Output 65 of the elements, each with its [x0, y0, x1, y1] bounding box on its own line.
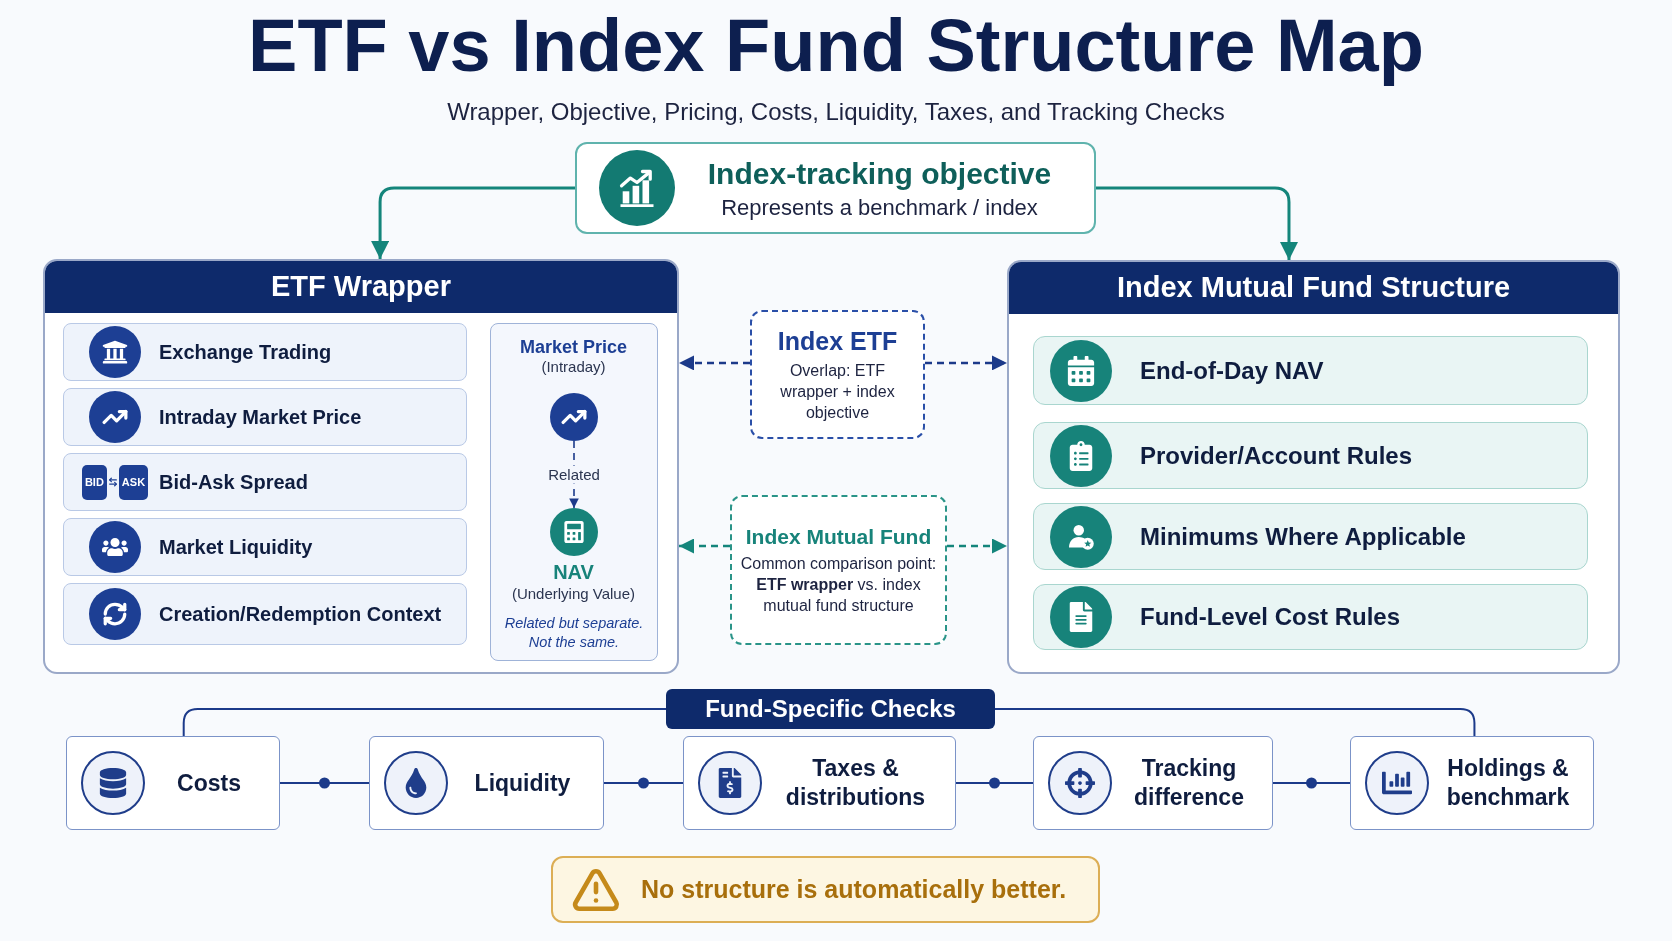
- check-card: [1350, 736, 1594, 830]
- check-label: Holdings & benchmark: [1445, 754, 1571, 812]
- dashed-arrow: [947, 538, 1007, 554]
- section-panel: [1007, 260, 1620, 674]
- card-text: Overlap: ETF wrapper + index objective: [779, 360, 896, 423]
- feature-row: [1033, 503, 1588, 570]
- row-label: Bid-Ask Spread: [159, 470, 308, 495]
- feature-row: [63, 388, 467, 446]
- feature-row: [1033, 336, 1588, 405]
- check-label: Costs: [177, 768, 241, 798]
- card-heading: Index ETF: [777, 325, 898, 357]
- connector-line: [1272, 782, 1351, 784]
- dashed-arrow: [679, 355, 750, 371]
- objective-card: [575, 142, 1096, 234]
- panel-header: Index Mutual Fund Structure: [1009, 262, 1618, 314]
- check-card: [1033, 736, 1273, 830]
- feature-row: [63, 453, 467, 511]
- arrow: [371, 186, 575, 259]
- row-label: Exchange Trading: [159, 340, 332, 365]
- heading-text: NAV: [553, 559, 594, 585]
- warning-text: No structure is automatically better.: [641, 873, 1067, 905]
- heading-text: Market Price: [519, 335, 628, 358]
- note-text: Related but separate. Not the same.: [503, 614, 645, 652]
- check-label: Liquidity: [474, 768, 571, 798]
- row-label: Provider/Account Rules: [1140, 440, 1413, 471]
- feature-row: [63, 323, 467, 381]
- price-quote-label: BID: [81, 464, 107, 500]
- feature-row: [1033, 584, 1588, 650]
- check-card: [369, 736, 604, 830]
- row-label: Creation/Redemption Context: [159, 602, 442, 627]
- connector-line: [279, 782, 370, 784]
- feature-row: [63, 518, 467, 576]
- feature-row: [1033, 422, 1588, 489]
- card-text: Common comparison point: ETF wrapper vs. index mutual fund structure: [740, 553, 937, 616]
- connector-line: [994, 708, 1476, 737]
- row-label: End-of-Day NAV: [1140, 355, 1324, 386]
- row-label: Fund-Level Cost Rules: [1140, 602, 1401, 632]
- feature-row: [63, 583, 467, 645]
- dashed-arrow: [925, 355, 1007, 371]
- connector-line: [955, 782, 1034, 784]
- section-heading-bar: Fund-Specific Checks: [666, 689, 995, 729]
- check-label: Tracking difference: [1133, 754, 1245, 812]
- subheading-text: (Intraday): [541, 358, 606, 377]
- check-card: [683, 736, 956, 830]
- row-label: Market Liquidity: [159, 535, 313, 560]
- connector-line: [603, 782, 684, 784]
- subtitle: Wrapper, Objective, Pricing, Costs, Liquidity, Taxes, and Tracking Checks: [447, 97, 1225, 127]
- check-label: Taxes & distributions: [784, 754, 927, 812]
- price-quote-label: ASK: [118, 464, 149, 500]
- dashed-callout-card: [750, 310, 925, 439]
- card-text: Represents a benchmark / index: [721, 194, 1038, 222]
- card-heading: Index Mutual Fund: [745, 523, 932, 550]
- card-heading: Index-tracking objective: [707, 155, 1052, 192]
- row-label: Intraday Market Price: [159, 405, 362, 430]
- connector-line: [182, 708, 667, 737]
- dashed-callout-card: [730, 495, 947, 645]
- row-label: Minimums Where Applicable: [1140, 521, 1466, 552]
- panel-header: ETF Wrapper: [45, 261, 677, 313]
- warning-banner: [551, 856, 1100, 923]
- section-panel: [43, 259, 679, 674]
- check-card: [66, 736, 280, 830]
- arrow: [1096, 186, 1298, 260]
- subheading-text: (Underlying Value): [511, 584, 636, 604]
- dashed-arrow: [679, 538, 730, 554]
- comparison-side-panel: [490, 323, 658, 661]
